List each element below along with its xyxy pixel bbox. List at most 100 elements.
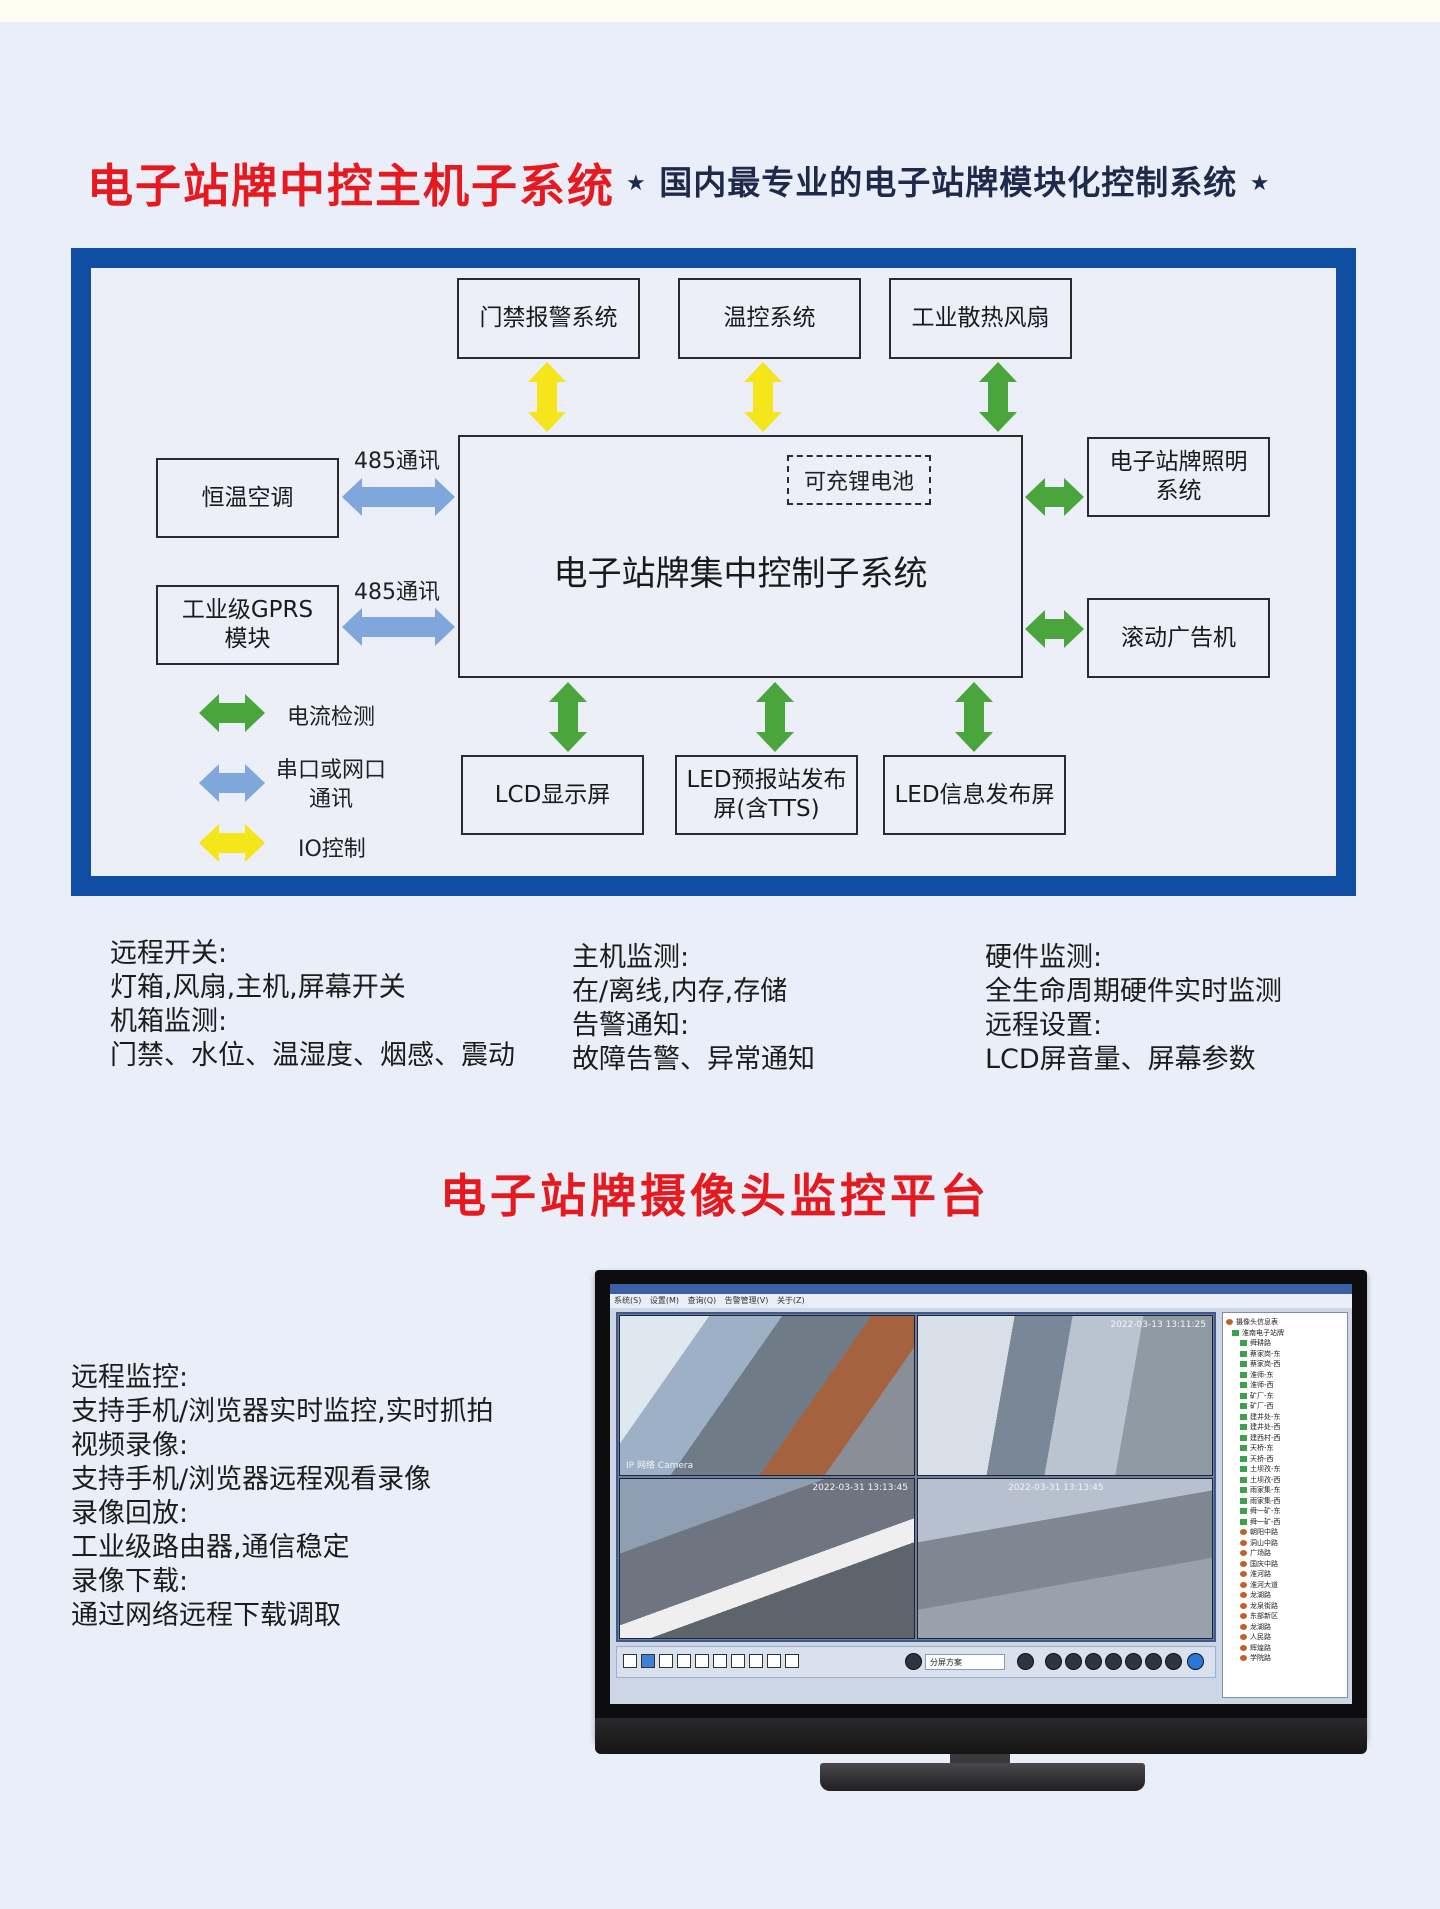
tree-item[interactable]: 建西村-西 xyxy=(1226,1433,1344,1444)
tree-item-label: 土坝孜-东 xyxy=(1250,1465,1281,1473)
menu-alarm[interactable]: 告警管理(V) xyxy=(724,1296,769,1305)
tree-item[interactable]: 土坝孜-东 xyxy=(1226,1464,1344,1475)
tree-item[interactable]: 国庆中路 xyxy=(1226,1559,1344,1570)
tree-item-label: 舜一矿-西 xyxy=(1250,1517,1281,1526)
layout-8-icon[interactable] xyxy=(677,1654,691,1668)
tree-item[interactable]: 雨家集-东 xyxy=(1226,1485,1344,1496)
tree-item-label: 天桥-西 xyxy=(1250,1454,1274,1463)
layout-1-icon[interactable] xyxy=(623,1654,637,1668)
camera-view-1[interactable]: IP 网络 Camera xyxy=(619,1315,915,1476)
tree-item[interactable]: 人民路 xyxy=(1226,1632,1344,1643)
tree-item-label: 广场路 xyxy=(1250,1549,1271,1557)
prev-icon[interactable] xyxy=(905,1653,922,1670)
tree-item-label: 蔡家岗-西 xyxy=(1250,1360,1281,1368)
tree-root[interactable]: 摄像头信息表 xyxy=(1226,1317,1344,1328)
layout-36-icon[interactable] xyxy=(749,1654,763,1668)
snapshot-icon[interactable] xyxy=(785,1654,799,1668)
tree-item-label: 建西村-西 xyxy=(1250,1433,1281,1442)
legend-comm-line-1: 串口或网口 xyxy=(276,758,387,783)
tree-item[interactable]: 土坝孜-西 xyxy=(1226,1475,1344,1486)
tree-item-label: 雨家集-西 xyxy=(1250,1496,1281,1505)
tree-item-label: 龙泉街路 xyxy=(1250,1601,1278,1610)
camera-view-4[interactable]: 2022-03-31 13:13:45 xyxy=(917,1478,1213,1639)
tree-item[interactable]: 淮河路 xyxy=(1226,1569,1344,1580)
layout-25-icon[interactable] xyxy=(731,1654,745,1668)
stop-icon[interactable] xyxy=(1105,1653,1122,1670)
menu-settings[interactable]: 设置(M) xyxy=(649,1296,680,1305)
tree-item[interactable]: 龙泉街路 xyxy=(1226,1601,1344,1612)
menu-query[interactable]: 查询(Q) xyxy=(687,1296,717,1305)
tree-item[interactable]: 天桥-西 xyxy=(1226,1454,1344,1465)
tree-item[interactable]: 洞山中路 xyxy=(1226,1538,1344,1549)
camera-icon xyxy=(1240,1655,1247,1661)
focus-icon[interactable] xyxy=(1145,1653,1162,1670)
menu-system[interactable]: 系统(S) xyxy=(614,1296,642,1305)
tree-item[interactable]: 矿厂-东 xyxy=(1226,1391,1344,1402)
tree-item-label: 朝阳中路 xyxy=(1250,1528,1278,1536)
record-icon[interactable] xyxy=(1065,1653,1082,1670)
tree-item[interactable]: 舜耕路 xyxy=(1226,1338,1344,1349)
layout-9-icon[interactable] xyxy=(695,1654,709,1668)
tree-item[interactable]: 淮师-东 xyxy=(1226,1370,1344,1381)
box-access-alarm: 门禁报警系统 xyxy=(457,278,640,359)
tree-item[interactable]: 淮师-西 xyxy=(1226,1380,1344,1391)
tree-item[interactable]: 建井处-东 xyxy=(1226,1412,1344,1423)
tree-item[interactable]: 龙湖路 xyxy=(1226,1590,1344,1601)
tree-item[interactable]: 蔡家岗-东 xyxy=(1226,1349,1344,1360)
camera-view-3[interactable]: 2022-03-31 13:13:45 xyxy=(619,1478,915,1639)
monitor-screen: 系统(S) 设置(M) 查询(Q) 告警管理(V) 关于(Z) IP 网络 Ca… xyxy=(610,1284,1352,1704)
tree-item-label: 矿厂-西 xyxy=(1250,1402,1274,1410)
tree-item[interactable]: 雨家集-西 xyxy=(1226,1496,1344,1507)
camera-icon xyxy=(1240,1539,1247,1546)
tree-item[interactable]: 朝阳中路 xyxy=(1226,1527,1344,1538)
tree-item[interactable]: 舜一矿-东 xyxy=(1226,1506,1344,1517)
camera-icon xyxy=(1240,1550,1247,1556)
tree-item[interactable]: 学院路 xyxy=(1226,1653,1344,1664)
tree-item-label: 淮河大道 xyxy=(1250,1580,1278,1589)
star-icon: ★ xyxy=(1249,171,1271,196)
camera-feature-line: 远程监控: xyxy=(71,1362,189,1393)
camera-timestamp: 2022-03-31 13:13:45 xyxy=(812,1483,908,1493)
menu-about[interactable]: 关于(Z) xyxy=(776,1296,805,1305)
power-icon[interactable] xyxy=(1187,1653,1204,1670)
tree-item[interactable]: 矿厂-西 xyxy=(1226,1401,1344,1412)
io-arrow-access xyxy=(528,362,566,432)
tree-item-label: 东部新区 xyxy=(1250,1612,1278,1620)
tree-item[interactable]: 蔡家岗-西 xyxy=(1226,1359,1344,1370)
split-plan-select[interactable]: 分屏方案 xyxy=(925,1654,1005,1670)
camera-feature-list: 远程监控: 支持手机/浏览器实时监控,实时抓拍 视频录像: 支持手机/浏览器远程… xyxy=(71,1361,494,1633)
box-gprs-module: 工业级GPRS 模块 xyxy=(156,585,339,665)
tree-item[interactable]: 龙湖路 xyxy=(1226,1622,1344,1633)
fullscreen-icon[interactable] xyxy=(767,1654,781,1668)
play-icon[interactable] xyxy=(1085,1653,1102,1670)
box-led-info: LED信息发布屏 xyxy=(883,755,1066,835)
box-central-controller: 电子站牌集中控制子系统 xyxy=(458,435,1023,678)
layout-6-icon[interactable] xyxy=(659,1654,673,1668)
tree-item[interactable]: 东部新区 xyxy=(1226,1611,1344,1622)
camera-icon xyxy=(1240,1371,1247,1378)
tree-item[interactable]: 广场路 xyxy=(1226,1548,1344,1559)
tree-item[interactable]: 淮南电子站牌 xyxy=(1226,1328,1344,1339)
layout-16-icon[interactable] xyxy=(713,1654,727,1668)
camera-tree: 摄像头信息表 淮南电子站牌舜耕路蔡家岗-东蔡家岗-西淮师-东淮师-西矿厂-东矿厂… xyxy=(1222,1312,1348,1698)
box-lighting-line-2: 系统 xyxy=(1155,478,1202,504)
camera-icon xyxy=(1240,1508,1247,1514)
camera-view-2[interactable]: 2022-03-13 13:11:25 xyxy=(917,1315,1213,1476)
box-scrolling-ad: 滚动广告机 xyxy=(1087,598,1270,678)
legend-yellow-arrow xyxy=(199,824,265,862)
tree-item[interactable]: 天桥-东 xyxy=(1226,1443,1344,1454)
layout-4-icon[interactable] xyxy=(641,1654,655,1668)
current-arrow-lcd xyxy=(549,682,587,752)
camera-icon xyxy=(1240,1413,1247,1420)
tree-item[interactable]: 淮河大道 xyxy=(1226,1580,1344,1591)
tree-item[interactable]: 建井处-西 xyxy=(1226,1422,1344,1433)
zoom-icon[interactable] xyxy=(1125,1653,1142,1670)
ptz-icon[interactable] xyxy=(1045,1653,1062,1670)
box-gprs-line-1: 工业级GPRS xyxy=(181,597,314,624)
feature-line: 门禁、水位、温湿度、烟感、震动 xyxy=(110,1040,515,1071)
tree-item[interactable]: 舜一矿-西 xyxy=(1226,1517,1344,1528)
tree-item[interactable]: 辉煌路 xyxy=(1226,1643,1344,1654)
next-icon[interactable] xyxy=(1017,1653,1034,1670)
tree-items: 淮南电子站牌舜耕路蔡家岗-东蔡家岗-西淮师-东淮师-西矿厂-东矿厂-西建井处-东… xyxy=(1226,1328,1344,1664)
iris-icon[interactable] xyxy=(1165,1653,1182,1670)
